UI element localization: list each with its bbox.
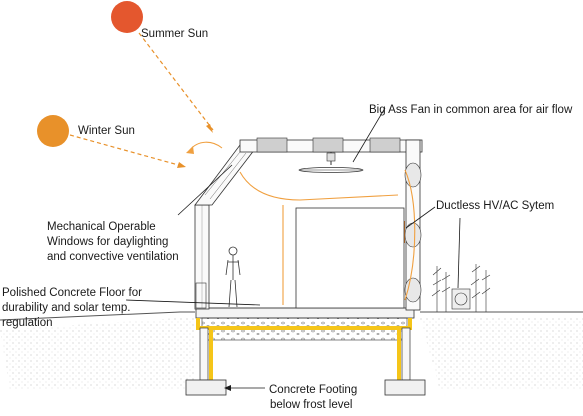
skylight-middle <box>312 137 344 153</box>
floor-label-line-3: regulation <box>2 317 53 329</box>
hvac-label: Ductless HV/AC Sytem <box>436 200 554 212</box>
winter-sun-icon <box>37 115 69 147</box>
footing-label-line-1: Concrete Footing <box>269 384 357 396</box>
windows-label-line-1: Mechanical Operable <box>47 221 156 233</box>
exterior-plants-icon <box>431 264 491 312</box>
person-figure-icon <box>225 246 241 308</box>
summer-sun-ray <box>138 32 214 131</box>
fan-label: Big Ass Fan in common area for air flow <box>369 104 573 116</box>
footing-label-line-2: below frost level <box>270 399 352 411</box>
skylight-right <box>369 137 401 153</box>
floor-label-line-2: durability and solar temp. <box>2 302 130 314</box>
stem-wall-left <box>199 327 209 381</box>
floor-label-line-1: Polished Concrete Floor for <box>2 287 142 299</box>
air-flow-arrowhead <box>186 146 194 154</box>
floor-slab <box>195 307 415 319</box>
leader-floor <box>125 299 261 306</box>
ground-surface <box>0 311 583 321</box>
summer-ray-arrowhead <box>206 124 213 133</box>
exterior-hvac-condenser-icon <box>451 288 471 310</box>
windows-label-line-2: Windows for daylighting <box>47 236 168 248</box>
air-flow-right-wall <box>404 169 416 301</box>
windows-label-line-3: and convective ventilation <box>47 251 179 263</box>
leader-windows <box>177 164 233 216</box>
summer-sun-icon <box>111 1 143 33</box>
slab-insulation <box>196 318 412 330</box>
skylight-left <box>256 137 288 153</box>
leader-footing-arrowhead <box>224 385 231 391</box>
clerestory-roof <box>194 144 259 206</box>
winter-sun-ray <box>69 134 183 167</box>
leader-hvac <box>405 206 436 229</box>
clerestory-window-pane-2 <box>209 152 247 200</box>
wall-window-frame <box>195 282 207 309</box>
ceiling-fan-icon <box>298 152 364 173</box>
leader-hvac-exterior <box>457 217 461 289</box>
winter-ray-arrowhead <box>177 162 186 168</box>
air-flow-window <box>189 141 223 151</box>
leader-fan <box>352 107 386 163</box>
winter-sun-label: Winter Sun <box>78 125 135 137</box>
summer-sun-label: Summer Sun <box>141 28 208 40</box>
interior-partition <box>295 207 405 309</box>
air-flow-ceiling <box>239 171 399 201</box>
ground-stipple <box>0 318 583 390</box>
footing-left <box>185 379 227 396</box>
stem-wall-right <box>401 327 411 381</box>
footing-right <box>384 379 426 396</box>
